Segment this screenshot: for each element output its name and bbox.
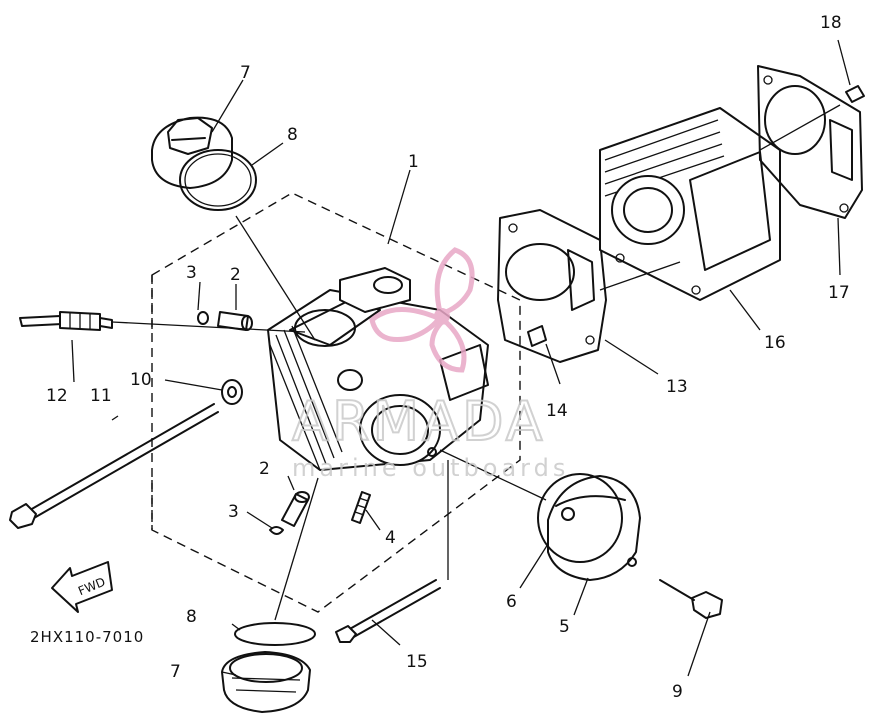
long-bolt-11 — [9, 403, 219, 529]
o-ring-top — [179, 149, 257, 211]
label-8-bottom: 8 — [186, 607, 197, 627]
label-13: 13 — [666, 377, 688, 397]
dowel-pin-bottom — [281, 491, 310, 527]
label-17: 17 — [828, 283, 850, 303]
label-16: 16 — [764, 333, 786, 353]
cylinder-gasket — [497, 209, 607, 363]
head-gasket — [757, 65, 863, 219]
dowel-pin-top — [217, 311, 253, 331]
callout-labels: 1 2 2 3 3 4 5 6 7 7 8 8 9 10 11 12 13 14… — [46, 13, 850, 702]
filler-cap-bottom — [221, 651, 311, 713]
small-ring-bottom — [269, 526, 284, 535]
cylinder-block — [599, 107, 781, 301]
label-1: 1 — [408, 152, 419, 172]
spark-plug — [19, 311, 113, 331]
label-4: 4 — [385, 528, 396, 548]
label-10: 10 — [130, 370, 152, 390]
label-12: 12 — [46, 386, 68, 406]
label-3-bottom: 3 — [228, 502, 239, 522]
watermark-tagline: marine outboards — [292, 454, 569, 482]
label-2-top: 2 — [230, 265, 241, 285]
label-14: 14 — [546, 401, 568, 421]
side-cover-gasket — [537, 473, 623, 563]
part-code: 2HX110-7010 — [30, 628, 144, 646]
side-cover — [547, 475, 641, 581]
assembly-outline-1 — [151, 192, 521, 613]
label-3-top: 3 — [186, 263, 197, 283]
label-18: 18 — [820, 13, 842, 33]
label-6: 6 — [506, 592, 517, 612]
small-ring-top — [197, 311, 209, 325]
label-8-top: 8 — [287, 125, 298, 145]
pin-18 — [845, 85, 865, 103]
label-7-top: 7 — [240, 63, 251, 83]
watermark-brand: ARMADA — [292, 390, 546, 453]
label-7-bottom: 7 — [170, 662, 181, 682]
washer — [221, 379, 243, 405]
propeller-logo-icon — [369, 247, 475, 373]
label-11: 11 — [90, 386, 112, 406]
leader-lines — [71, 39, 851, 677]
fwd-arrow-icon: FWD — [51, 561, 113, 613]
label-2-bottom: 2 — [259, 459, 270, 479]
o-ring-bottom — [234, 622, 316, 646]
stud-bolt — [351, 491, 371, 524]
label-5: 5 — [559, 617, 570, 637]
cover-bolt — [659, 579, 723, 619]
dowel-pin-14 — [527, 325, 547, 347]
watermark: ARMADA marine outboards — [291, 247, 569, 482]
label-15: 15 — [406, 652, 428, 672]
long-bolt-15 — [335, 579, 441, 643]
label-9: 9 — [672, 682, 683, 702]
filler-cap-top — [151, 116, 233, 189]
